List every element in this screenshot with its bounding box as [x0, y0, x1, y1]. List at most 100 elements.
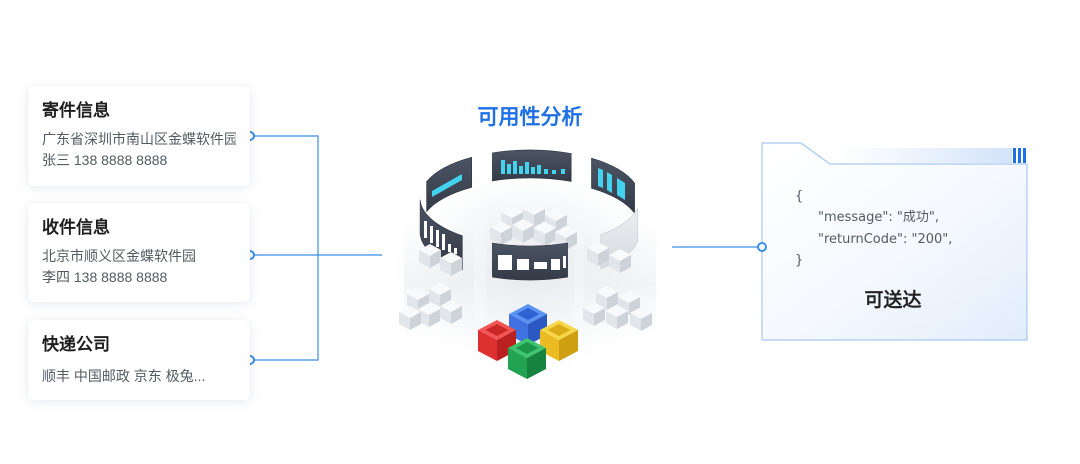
cube-left-face [419, 250, 430, 268]
panel-block [517, 259, 529, 270]
cube-right-face [523, 225, 534, 243]
side-cube-clusters [399, 242, 652, 331]
panel-bar [561, 169, 565, 174]
cube-opening [515, 342, 539, 354]
panel-face [600, 207, 638, 270]
gray-cube [399, 306, 421, 330]
recipient-contact: 李四 138 8888 8888 [42, 269, 168, 285]
panel-bar [513, 161, 517, 174]
panel-bar [525, 162, 529, 174]
yellow-cube [540, 320, 578, 361]
code-open-brace: { [795, 189, 804, 204]
cube-right-face [430, 250, 441, 268]
panel-bar [430, 226, 433, 243]
panel-bar [531, 167, 535, 174]
cube-right-face [620, 255, 631, 273]
ring-panel-back-left [426, 156, 472, 213]
panel-bar [436, 230, 439, 247]
center-cube-cluster [490, 203, 577, 250]
panel-block [534, 262, 547, 269]
colored-cube-cluster [478, 304, 578, 379]
panel-block [563, 256, 566, 268]
bar-chart-glyph [501, 160, 565, 174]
panel-bar [501, 160, 505, 174]
card-details: 顺丰 中国邮政 京东 极兔... [42, 366, 236, 387]
cube-opening [485, 324, 509, 336]
panel-bar [544, 169, 548, 174]
cube-right-face [594, 308, 605, 326]
cube-right-face [534, 209, 545, 227]
connector-dot [757, 242, 767, 252]
card-details: 北京市顺义区金蝶软件园 李四 138 8888 8888 [42, 246, 236, 288]
cube-left-face [583, 308, 594, 326]
ring-panel-back-center [492, 149, 572, 182]
analysis-title: 可用性分析 [477, 105, 583, 129]
gray-cube [419, 244, 441, 268]
gray-cube [606, 305, 628, 329]
panel-bar [424, 221, 427, 238]
courier-card: 快递公司 顺丰 中国邮政 京东 极兔... [28, 320, 250, 400]
block-glyph [498, 255, 566, 270]
delivery-status: 可送达 [864, 289, 922, 311]
card-details: 广东省深圳市南山区金蝶软件园 张三 138 8888 8888 [42, 129, 236, 171]
code-close-brace: } [795, 253, 804, 268]
sender-contact: 张三 138 8888 8888 [42, 152, 168, 168]
card-title: 收件信息 [42, 218, 110, 237]
cube-right-face [545, 228, 556, 246]
cube-right-face [501, 227, 512, 245]
gray-cube [440, 252, 462, 276]
panel-bar [552, 170, 556, 174]
sender-info-card: 寄件信息 广东省深圳市南山区金蝶软件园 张三 138 8888 8888 [28, 86, 250, 186]
gray-cube [609, 249, 631, 273]
cube-right-face [410, 312, 421, 330]
gray-cube [583, 302, 605, 326]
stripe [1013, 148, 1016, 163]
cube-opening [516, 308, 540, 320]
card-title: 快递公司 [42, 335, 110, 354]
gray-cube [630, 307, 652, 331]
cube-left-face [429, 289, 440, 307]
cube-left-face [609, 255, 620, 273]
cube-left-face [490, 227, 501, 245]
recipient-address: 北京市顺义区金蝶软件园 [42, 248, 196, 264]
cube-left-face [508, 348, 527, 379]
result-panel-tab-strip [834, 148, 1012, 163]
recipient-info-card: 收件信息 北京市顺义区金蝶软件园 李四 138 8888 8888 [28, 203, 250, 302]
panel-bar [598, 168, 603, 188]
stripe [1018, 148, 1021, 163]
green-cube [508, 338, 546, 379]
red-cube [478, 320, 516, 361]
gray-cube [512, 219, 534, 243]
cube-left-face [399, 312, 410, 330]
panel-bar [607, 172, 612, 193]
cube-left-face [587, 248, 598, 266]
cube-left-face [478, 330, 497, 361]
cube-right-face [566, 232, 577, 250]
gray-cube [555, 226, 577, 250]
cube-opening [547, 324, 571, 336]
ring-panel-back-right [591, 157, 635, 215]
panel-face [492, 149, 572, 182]
cube-left-face [440, 306, 451, 324]
cube-right-face [451, 306, 462, 324]
cube-right-face [617, 311, 628, 329]
cube-right-face [451, 258, 462, 276]
cube-right-face [641, 313, 652, 331]
gray-cube [490, 221, 512, 245]
stripes-icon [1013, 148, 1026, 163]
cube-left-face [630, 313, 641, 331]
panel-bar [432, 174, 462, 197]
panel-bar [537, 165, 541, 174]
courier-list: 顺丰 中国邮政 京东 极兔... [42, 368, 206, 384]
ring-panel-front-center [492, 242, 568, 281]
cube-right-face [607, 292, 618, 310]
panel-face [492, 242, 568, 281]
cube-right-face [598, 248, 609, 266]
ring-back-panels [426, 149, 635, 215]
panel-bar [519, 166, 523, 174]
cube-right-face [527, 348, 546, 379]
cube-left-face [534, 228, 545, 246]
gray-cube [440, 300, 462, 324]
input-connectors [254, 135, 382, 361]
